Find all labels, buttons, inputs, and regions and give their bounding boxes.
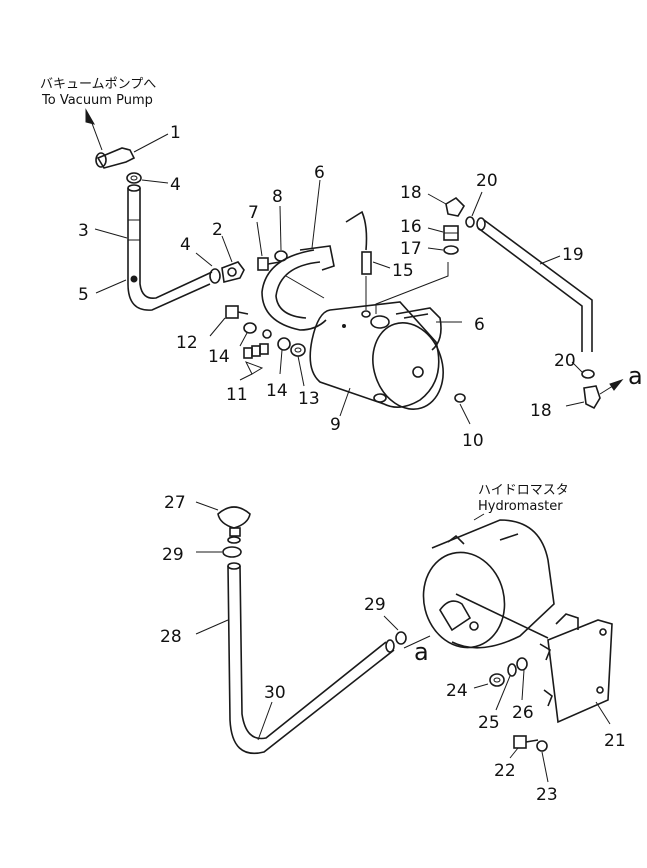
plug-10 [454,393,466,403]
part-label-24: 24 [446,681,468,701]
caption-hydromaster-en: Hydromaster [478,499,563,514]
part-label-4-top: 4 [170,175,181,195]
clamp-29-right [395,631,407,645]
part-label-7: 7 [248,203,259,223]
part-label-21: 21 [604,731,626,751]
part-label-4-middle: 4 [180,235,191,255]
bracket-6-left [261,245,335,331]
elbow-fitting-18-top [445,196,466,217]
arrow-a-top [599,378,624,395]
part-label-29-left: 29 [162,545,184,565]
vacuum-arrow [85,108,103,151]
part-label-23: 23 [536,785,558,805]
part-label-17: 17 [400,239,422,259]
part-label-12: 12 [176,333,198,353]
part-label-26: 26 [512,703,534,723]
part-label-8: 8 [272,187,283,207]
part-label-6-left: 6 [314,163,325,183]
clamp-29-left [222,546,242,558]
filter-27 [217,506,251,544]
part-label-10: 10 [462,431,484,451]
washer-26 [516,657,528,671]
part-label-5: 5 [78,285,89,305]
washer-14-left [243,322,257,334]
part-label-14-left: 14 [208,347,230,367]
part-label-6-right: 6 [474,315,485,335]
clamp-20-top [465,216,475,228]
hose-3 [127,184,213,311]
part-label-1: 1 [170,123,181,143]
part-label-30: 30 [264,683,286,703]
vacuum-tank-9 [309,301,444,410]
hydromaster [422,519,555,649]
part-label-16: 16 [400,217,422,237]
part-label-11: 11 [226,385,248,405]
bracket-6-right [395,307,442,351]
part-label-29-right: 29 [364,595,386,615]
hose-19 [476,217,593,352]
bolt-12 [225,305,249,319]
part-label-27: 27 [164,493,186,513]
part-label-20-top: 20 [476,171,498,191]
part-label-18-top: 18 [400,183,422,203]
part-label-19: 19 [562,245,584,265]
caption-vacuum-jp: バキュームポンプへ [40,77,156,92]
part-label-14-right: 14 [266,381,288,401]
elbow-fitting-18-bottom [583,385,601,410]
bolt-22 [513,735,539,749]
caption-vacuum-en: To Vacuum Pump [41,93,153,108]
hose-28 [227,562,395,754]
nut-24 [489,673,505,687]
part-label-3: 3 [78,221,89,241]
nuts-11 [243,329,272,359]
washer-14-right [277,337,291,351]
elbow-fitting-2 [221,261,245,283]
part-label-28: 28 [160,627,182,647]
caption-hydromaster-jp: ハイドロマスタ [478,483,569,498]
part-label-13: 13 [298,389,320,409]
connection-mark-a-bottom: a [414,638,429,666]
part-label-20-bottom: 20 [554,351,576,371]
bracket-21 [539,613,613,724]
washer-25 [507,663,517,677]
part-label-18-bottom: 18 [530,401,552,421]
nut-4-top [126,172,142,184]
part-label-2: 2 [212,220,223,240]
o-ring-17 [443,245,459,255]
elbow-fitting-1 [95,147,136,169]
part-label-22: 22 [494,761,516,781]
clamp-20-bottom [581,369,595,379]
adapter-16 [443,225,459,241]
bolt-7 [257,257,281,271]
part-label-25: 25 [478,713,500,733]
connection-mark-a-top: a [628,362,643,390]
nut-4-middle [209,268,221,284]
arrow-a-bottom [403,635,431,649]
check-valve-15 [345,210,372,318]
washer-13 [290,343,306,357]
washer-23 [536,740,548,752]
part-label-9: 9 [330,415,341,435]
part-label-15: 15 [392,261,414,281]
